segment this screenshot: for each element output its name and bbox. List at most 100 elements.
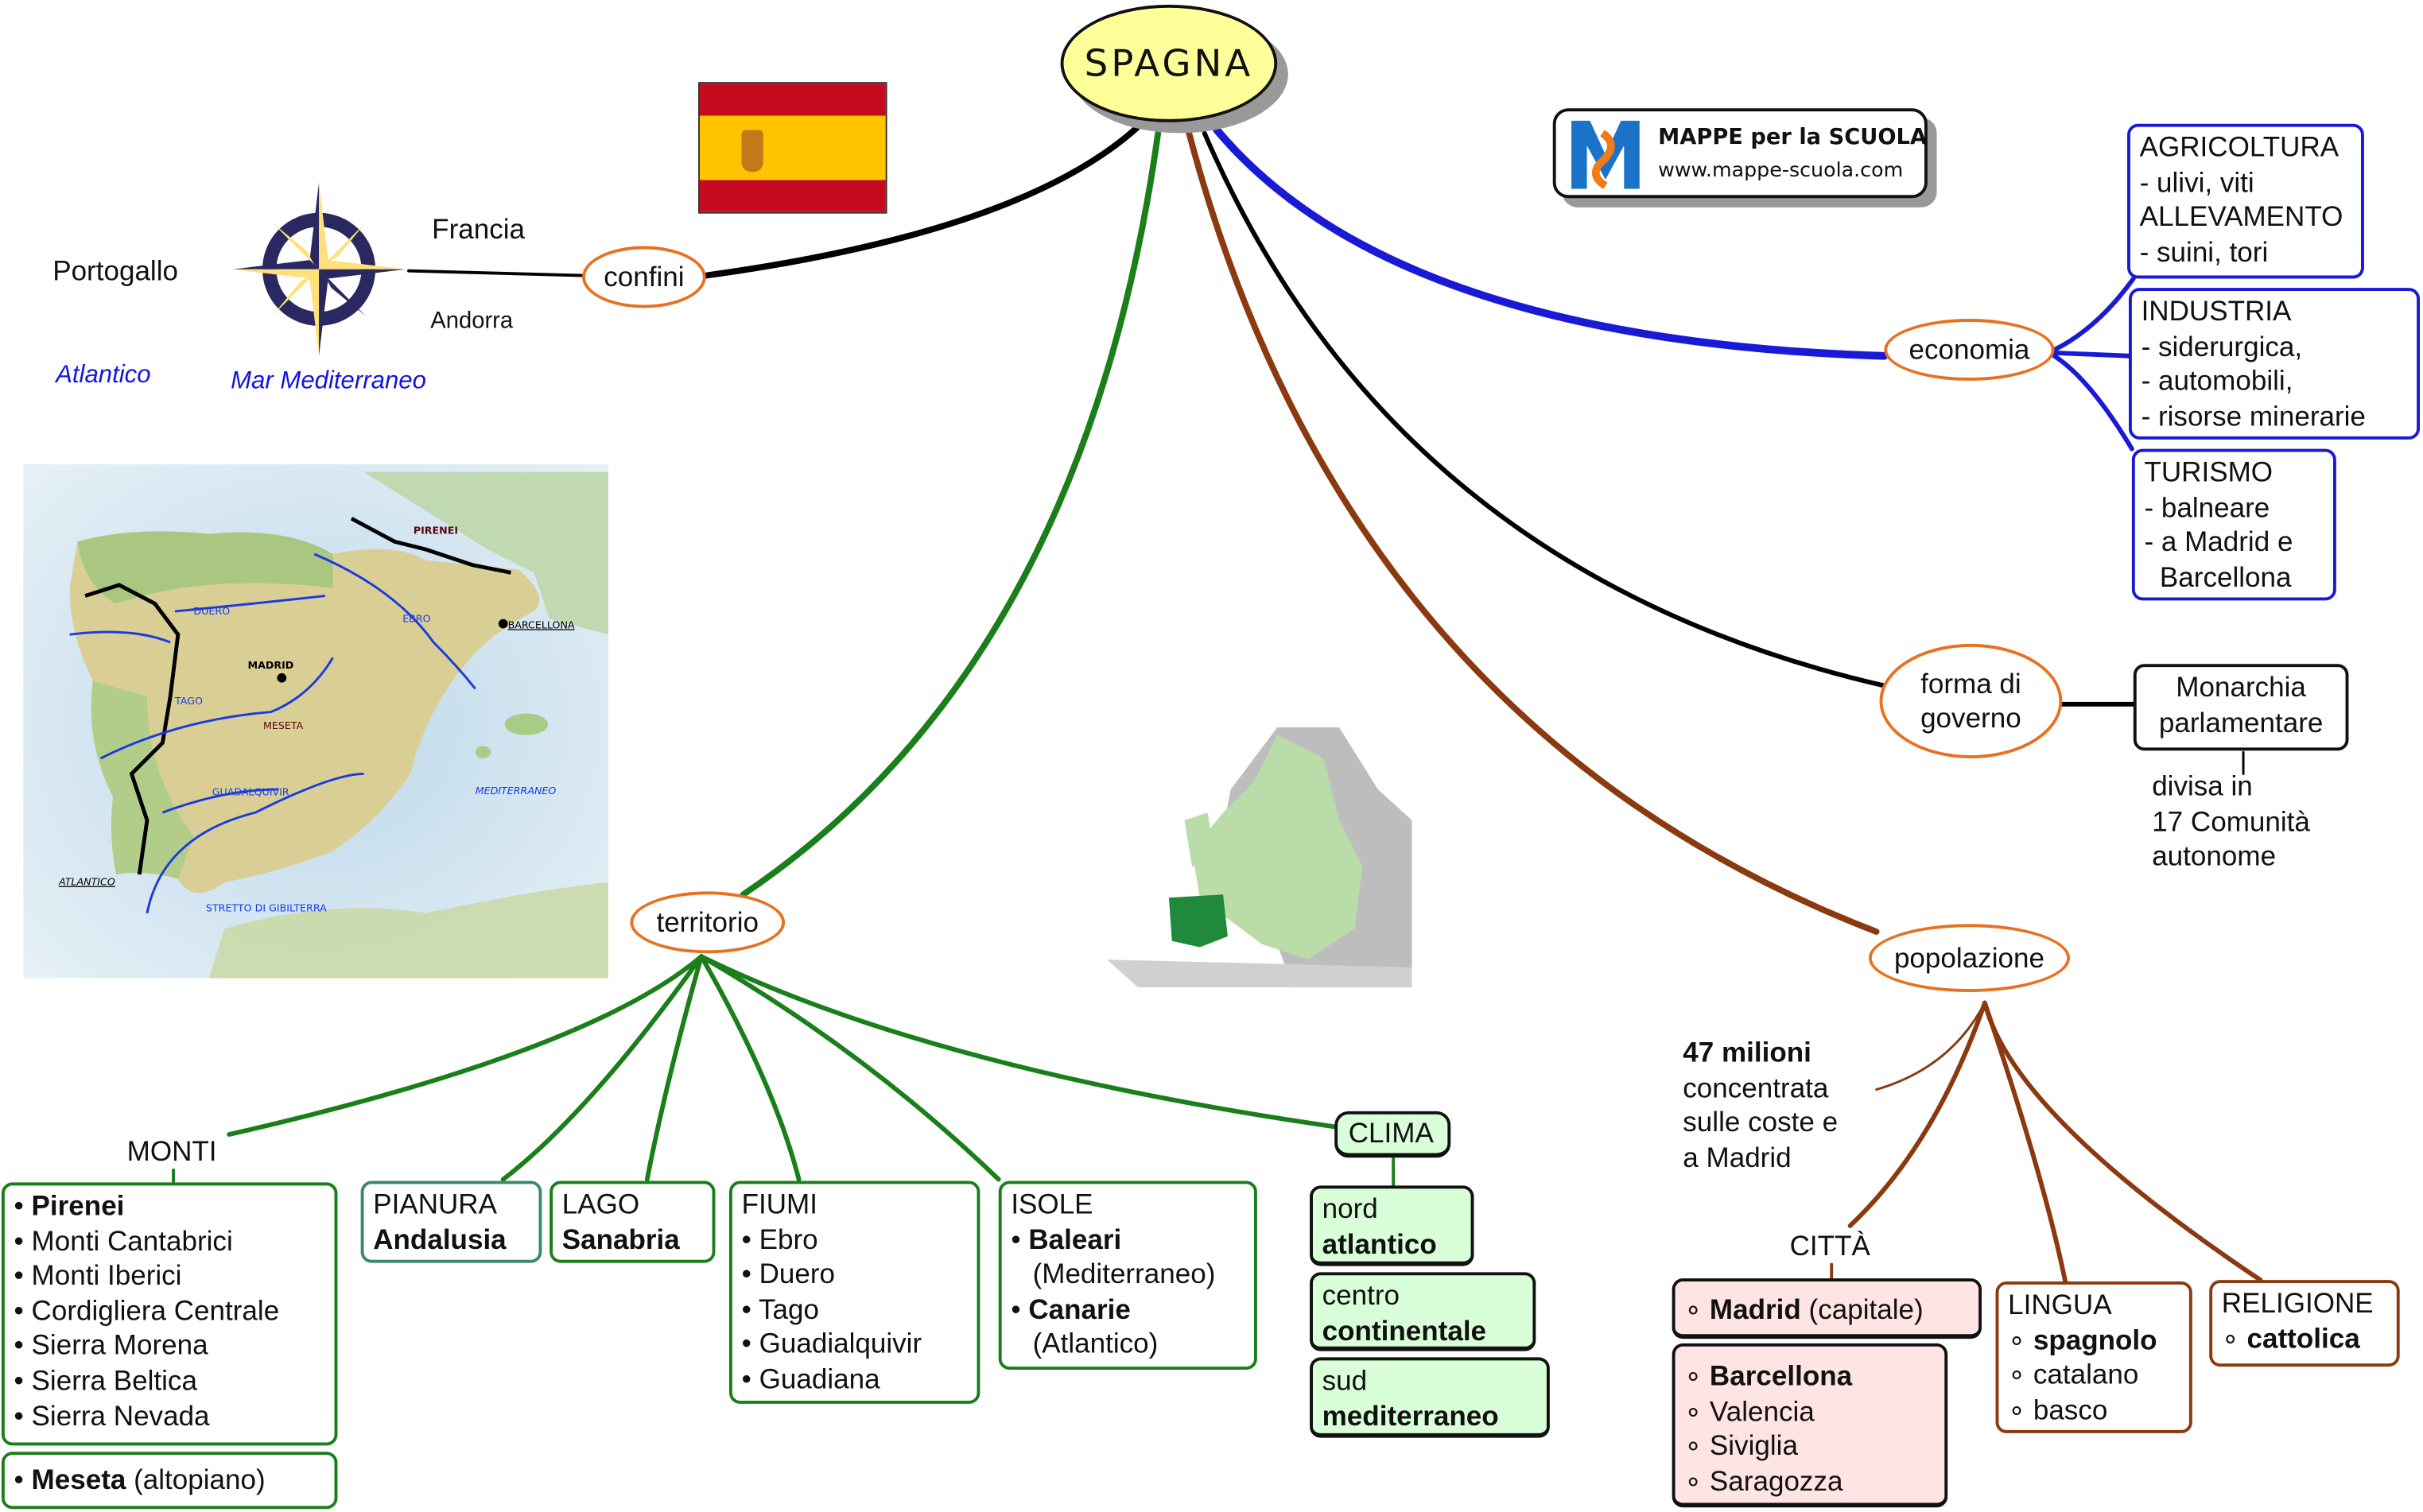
agricoltura-item: - ulivi, viti bbox=[2139, 166, 2254, 198]
box-capitale: ∘ Madrid (capitale) bbox=[1672, 1278, 1982, 1339]
capital-name: Madrid bbox=[1709, 1293, 1801, 1325]
node-confini[interactable]: confini bbox=[582, 246, 706, 308]
node-territorio[interactable]: territorio bbox=[630, 891, 786, 954]
monti-item: • Cordigliera Centrale bbox=[14, 1295, 280, 1327]
economia-text: economia bbox=[1909, 334, 2030, 366]
confini-text: confini bbox=[604, 262, 685, 293]
box-religione: RELIGIONE ∘ cattolica bbox=[2209, 1280, 2400, 1367]
religione-title: RELIGIONE bbox=[2221, 1287, 2374, 1319]
fiumi-item: • Tago bbox=[741, 1293, 819, 1325]
fiumi-item: • Guadiana bbox=[741, 1363, 880, 1395]
citta-item: ∘ Siviglia bbox=[1684, 1430, 1798, 1462]
isole-item: • Baleari bbox=[1011, 1223, 1122, 1255]
citta-label: CITTÀ bbox=[1789, 1230, 1870, 1262]
turismo-item: Barcellona bbox=[2144, 561, 2292, 593]
citta-item: ∘ Saragozza bbox=[1684, 1465, 1843, 1497]
population-count: 47 milioni bbox=[1683, 1037, 1811, 1068]
clima-type: atlantico bbox=[1322, 1228, 1437, 1259]
box-lingua: LINGUA ∘ spagnolo ∘ catalano ∘ basco bbox=[1995, 1281, 2192, 1434]
meseta-bold: Meseta bbox=[31, 1464, 126, 1495]
citta-item: ∘ Valencia bbox=[1684, 1395, 1815, 1427]
logo-m-icon bbox=[1568, 118, 1642, 192]
map-label-mediterraneo: MEDITERRANEO bbox=[476, 785, 557, 797]
isole-note: (Mediterraneo) bbox=[1032, 1258, 1216, 1290]
map-label-ebro: EBRO bbox=[402, 613, 430, 625]
node-forma-di-governo[interactable]: forma di governo bbox=[1879, 643, 2063, 758]
industria-item: - risorse minerarie bbox=[2141, 400, 2366, 432]
logo[interactable]: MAPPE per la SCUOLA www.mappe-scuola.com bbox=[1552, 108, 1928, 199]
religione-item: ∘ cattolica bbox=[2221, 1322, 2360, 1354]
clima-area: sud bbox=[1322, 1365, 1368, 1397]
mediterraneo-label: Mar Mediterraneo bbox=[231, 368, 426, 395]
map-label-pirenei: PIRENEI bbox=[414, 525, 458, 537]
atlantico-label: Atlantico bbox=[56, 362, 151, 389]
monti-item: • Monti Cantabrici bbox=[14, 1225, 233, 1257]
turismo-title: TURISMO bbox=[2144, 456, 2274, 488]
note-line: divisa in bbox=[2152, 770, 2253, 802]
box-lago: LAGO Sanabria bbox=[549, 1181, 716, 1264]
compass-rose-icon bbox=[229, 180, 409, 359]
pianura-title: PIANURA bbox=[373, 1188, 497, 1220]
logo-url: www.mappe-scuola.com bbox=[1658, 159, 1904, 183]
node-popolazione[interactable]: popolazione bbox=[1868, 924, 2071, 992]
box-clima-centro: centro continentale bbox=[1310, 1272, 1536, 1351]
pianura-value: Andalusia bbox=[373, 1223, 507, 1255]
monti-label: MONTI bbox=[126, 1136, 217, 1167]
isole-title: ISOLE bbox=[1011, 1188, 1093, 1220]
box-fiumi: FIUMI • Ebro • Duero • Tago • Guadialqui… bbox=[728, 1181, 980, 1403]
line-territorio bbox=[740, 130, 1162, 898]
line-turismo bbox=[2052, 353, 2134, 452]
turismo-item: - a Madrid e bbox=[2144, 526, 2293, 558]
lago-value: Sanabria bbox=[561, 1223, 680, 1255]
note-line: autonome bbox=[2152, 840, 2277, 872]
clima-type: mediterraneo bbox=[1322, 1400, 1499, 1432]
monti-item: • Pirenei bbox=[14, 1190, 125, 1222]
distribution-line: a Madrid bbox=[1683, 1142, 1792, 1173]
box-monarchia: Monarchia parlamentare bbox=[2133, 664, 2349, 751]
map-label-meseta: MESETA bbox=[263, 719, 304, 731]
node-economia[interactable]: economia bbox=[1884, 319, 2055, 381]
portogallo-label: Portogallo bbox=[52, 255, 179, 287]
monti-item: • Sierra Morena bbox=[14, 1330, 208, 1362]
box-clima: CLIMA bbox=[1334, 1111, 1451, 1158]
map-label-atlantico: ATLANTICO bbox=[58, 876, 115, 888]
distribution-line: sulle coste e bbox=[1683, 1107, 1839, 1138]
line-popolazione bbox=[1186, 130, 1880, 935]
distribution-line: concentrata bbox=[1683, 1072, 1829, 1103]
map-label-duero: DUERO bbox=[193, 605, 230, 617]
industria-title: INDUSTRIA bbox=[2141, 295, 2292, 327]
lingua-item: ∘ basco bbox=[2008, 1394, 2108, 1425]
lingua-item: ∘ catalano bbox=[2008, 1359, 2139, 1390]
box-industria: INDUSTRIA - siderurgica, - automobili, -… bbox=[2128, 288, 2421, 440]
line-lingua bbox=[1982, 1000, 2068, 1284]
line-citta bbox=[1847, 1000, 1987, 1228]
line-economia bbox=[1213, 126, 1889, 360]
box-clima-nord: nord atlantico bbox=[1310, 1185, 1474, 1266]
citta-item: ∘ Barcellona bbox=[1684, 1360, 1853, 1392]
box-pianura: PIANURA Andalusia bbox=[360, 1181, 542, 1264]
isole-item: • Canarie bbox=[1011, 1293, 1131, 1325]
map-label-guadalquivir: GUADALQUIVIR bbox=[212, 786, 289, 798]
box-monti: • Pirenei • Monti Cantabrici • Monti Ibe… bbox=[1, 1182, 338, 1446]
line-industria bbox=[2052, 350, 2133, 359]
iberia-map: PIRENEI BARCELLONA DUERO EBRO MADRID TAG… bbox=[23, 464, 609, 979]
logo-name: MAPPE per la SCUOLA bbox=[1658, 125, 1927, 150]
note-line: 17 Comunità bbox=[2152, 805, 2310, 837]
box-turismo: TURISMO - balneare - a Madrid e Barcello… bbox=[2131, 448, 2336, 602]
monti-item: • Monti Iberici bbox=[14, 1260, 182, 1292]
meseta-rest: (altopiano) bbox=[126, 1464, 266, 1495]
clima-area: nord bbox=[1322, 1193, 1378, 1224]
line-monti bbox=[227, 954, 704, 1137]
line-isole bbox=[699, 954, 1001, 1182]
box-isole: ISOLE • Baleari (Mediterraneo) • Canarie… bbox=[998, 1181, 1257, 1370]
coat-of-arms-icon bbox=[741, 130, 763, 173]
population-info: 47 milioni concentrata sulle coste e a M… bbox=[1683, 1035, 1838, 1175]
line-religione bbox=[1982, 1000, 2263, 1283]
line-confini bbox=[702, 123, 1141, 279]
allevamento-title: ALLEVAMENTO bbox=[2139, 201, 2343, 233]
clima-title: CLIMA bbox=[1348, 1117, 1434, 1149]
clima-area: centro bbox=[1322, 1280, 1400, 1312]
title-node[interactable]: SPAGNA bbox=[1060, 4, 1278, 122]
agricoltura-title: AGRICOLTURA bbox=[2139, 131, 2340, 163]
